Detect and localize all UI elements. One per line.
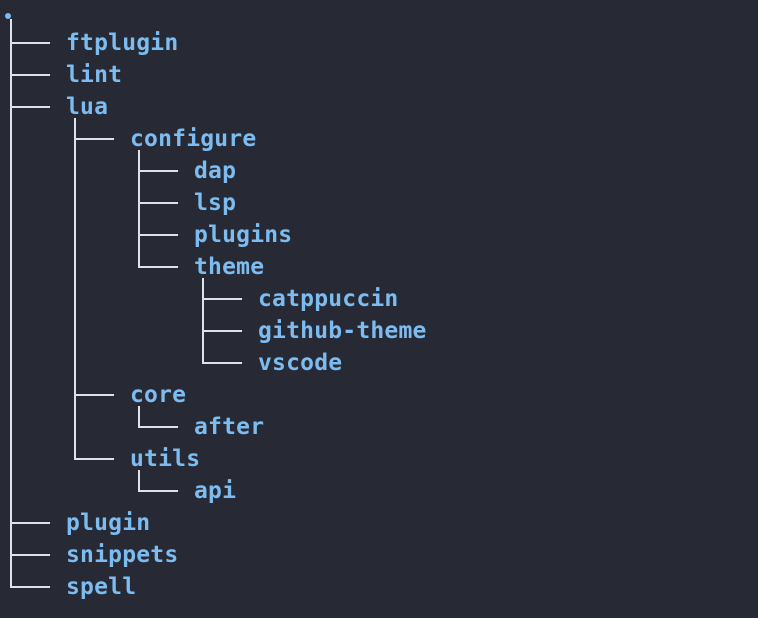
branch-connector (74, 458, 114, 460)
branch-connector (10, 522, 50, 524)
tree-trunk-line (74, 118, 76, 460)
branch-connector (202, 330, 242, 332)
tree-trunk-line (202, 278, 204, 364)
branch-connector (10, 106, 50, 108)
folder-label-api[interactable]: api (194, 478, 237, 504)
branch-connector (10, 586, 50, 588)
branch-connector (138, 266, 178, 268)
folder-label-dap[interactable]: dap (194, 158, 237, 184)
branch-connector (138, 426, 178, 428)
branch-connector (202, 298, 242, 300)
root-dot-icon (5, 13, 11, 19)
tree-trunk-line (138, 406, 140, 428)
folder-label-github-theme[interactable]: github-theme (258, 318, 427, 344)
branch-connector (10, 74, 50, 76)
folder-label-after[interactable]: after (194, 414, 265, 440)
tree-trunk-line (10, 19, 12, 588)
folder-label-vscode[interactable]: vscode (258, 350, 343, 376)
folder-label-utils[interactable]: utils (130, 446, 201, 472)
folder-label-lint[interactable]: lint (66, 62, 123, 88)
branch-connector (10, 42, 50, 44)
folder-label-configure[interactable]: configure (130, 126, 257, 152)
branch-connector (74, 394, 114, 396)
tree-trunk-line (138, 150, 140, 268)
folder-label-lua[interactable]: lua (66, 94, 109, 120)
folder-label-plugins[interactable]: plugins (194, 222, 293, 248)
folder-label-catppuccin[interactable]: catppuccin (258, 286, 399, 312)
folder-label-snippets[interactable]: snippets (66, 542, 179, 568)
branch-connector (138, 170, 178, 172)
folder-label-theme[interactable]: theme (194, 254, 265, 280)
branch-connector (138, 490, 178, 492)
tree-trunk-line (138, 470, 140, 492)
folder-label-core[interactable]: core (130, 382, 187, 408)
folder-label-ftplugin[interactable]: ftplugin (66, 30, 179, 56)
folder-label-lsp[interactable]: lsp (194, 190, 237, 216)
folder-label-plugin[interactable]: plugin (66, 510, 151, 536)
branch-connector (138, 234, 178, 236)
branch-connector (10, 554, 50, 556)
branch-connector (74, 138, 114, 140)
branch-connector (138, 202, 178, 204)
branch-connector (202, 362, 242, 364)
folder-label-spell[interactable]: spell (66, 574, 137, 600)
